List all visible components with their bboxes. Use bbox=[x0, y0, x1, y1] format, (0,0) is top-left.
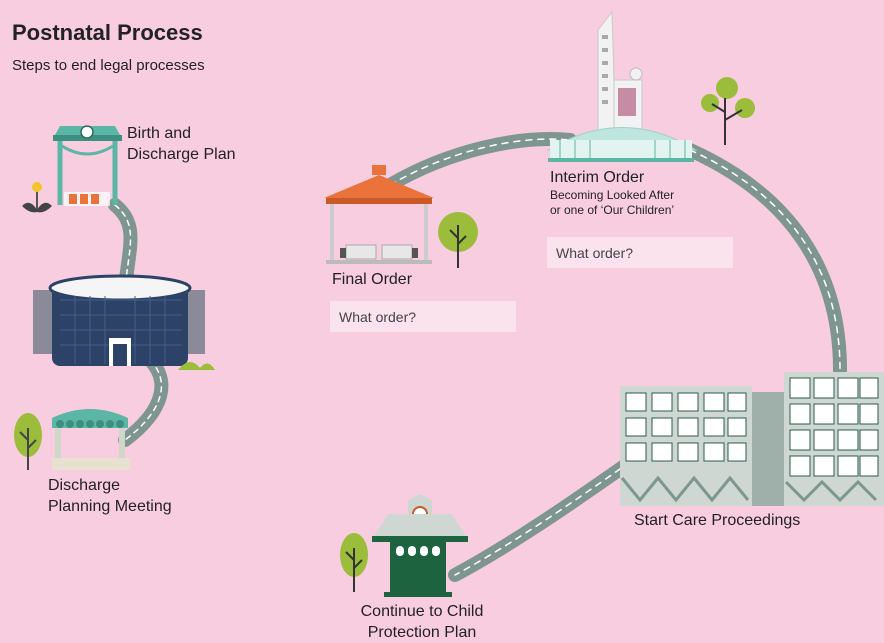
step-final-order-label: Final Order bbox=[332, 271, 413, 288]
page-subtitle: Steps to end legal processes bbox=[12, 57, 205, 74]
tree-icon bbox=[14, 413, 42, 470]
hospital-building-icon bbox=[33, 274, 215, 370]
tree-icon bbox=[438, 212, 478, 268]
care-proceedings-building-icon bbox=[620, 372, 884, 506]
child-protection-label-line1: Continue to Child bbox=[360, 603, 484, 620]
step-discharge-meeting-label: Discharge Planning Meeting bbox=[48, 475, 172, 517]
step-birth-label-line2: Discharge Plan bbox=[127, 146, 236, 163]
step-interim-order-label: Interim Order Becoming Looked After or o… bbox=[550, 167, 674, 218]
flower-icon bbox=[22, 182, 52, 213]
page-title: Postnatal Process bbox=[12, 20, 203, 45]
tree-icon bbox=[340, 533, 368, 592]
birth-pavilion-icon bbox=[53, 125, 122, 206]
interim-order-answer-field[interactable]: What order? bbox=[547, 237, 733, 268]
interim-order-tower-icon bbox=[546, 10, 698, 162]
child-protection-station-icon bbox=[372, 494, 468, 597]
discharge-gazebo-icon bbox=[52, 409, 130, 470]
step-discharge-label-line2: Planning Meeting bbox=[48, 498, 172, 515]
interim-order-subtitle-line2: or one of ‘Our Children’ bbox=[550, 203, 675, 217]
final-order-answer-field[interactable]: What order? bbox=[330, 301, 516, 332]
interim-order-title: Interim Order bbox=[550, 169, 645, 186]
step-birth-label: Birth and Discharge Plan bbox=[127, 123, 236, 165]
step-child-protection-label: Continue to Child Protection Plan bbox=[352, 601, 492, 643]
step-birth-label-line1: Birth and bbox=[127, 125, 192, 142]
tree-icon bbox=[701, 77, 755, 145]
step-discharge-label-line1: Discharge bbox=[48, 477, 121, 494]
final-order-gazebo-icon bbox=[324, 165, 434, 264]
child-protection-label-line2: Protection Plan bbox=[367, 624, 477, 641]
interim-order-subtitle-line1: Becoming Looked After bbox=[550, 188, 675, 202]
step-care-proceedings-label: Start Care Proceedings bbox=[634, 512, 801, 529]
